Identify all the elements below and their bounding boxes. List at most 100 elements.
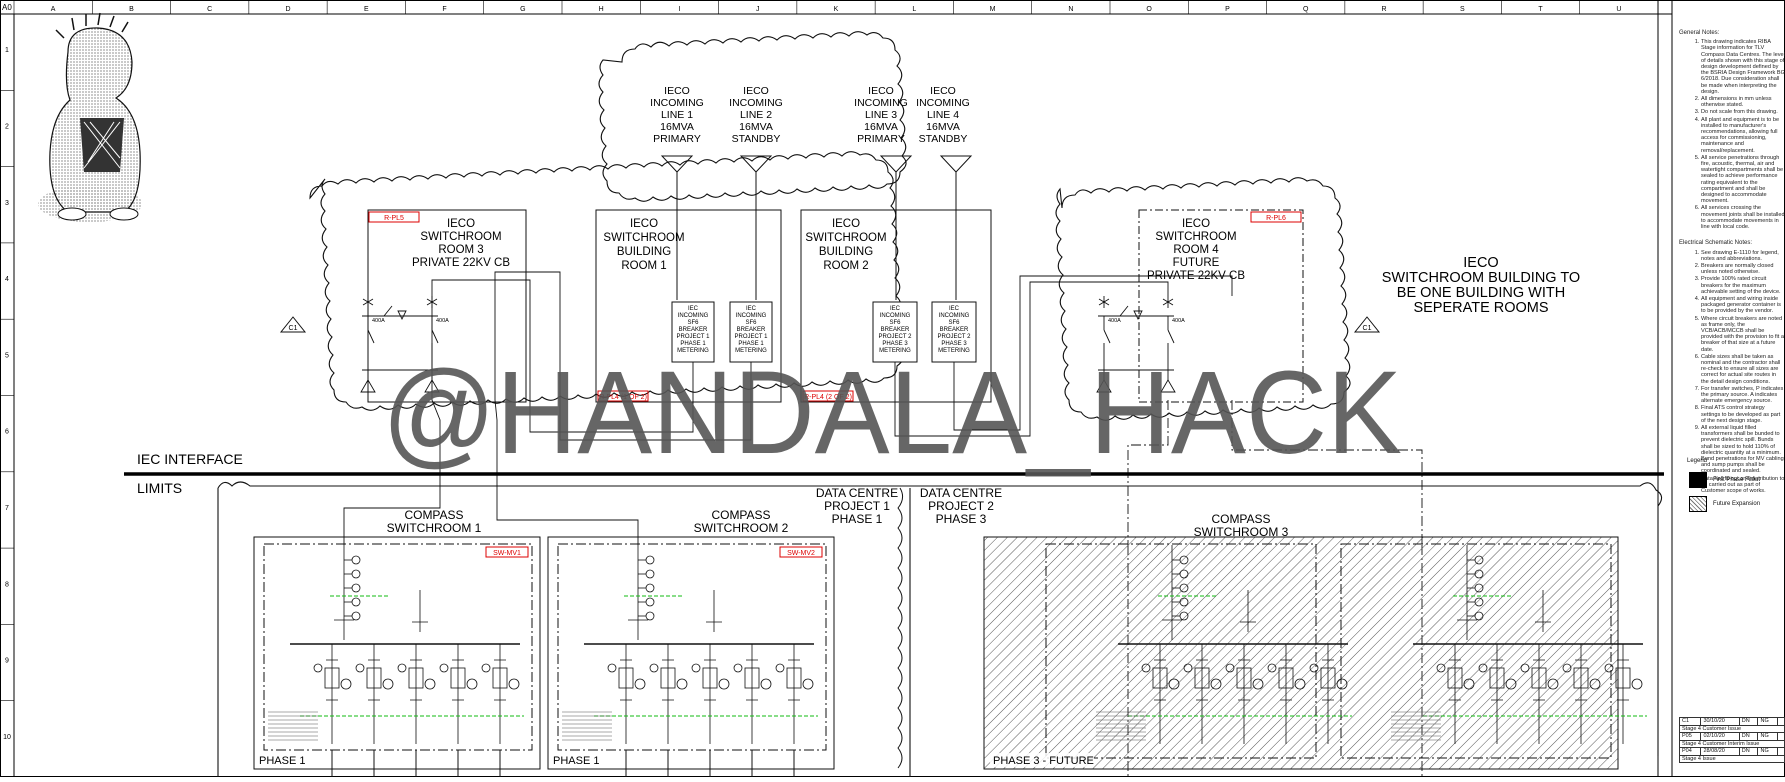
legend-title: Legend: [1687, 458, 1708, 464]
room3-switchgear: 400A 400A: [360, 296, 449, 393]
legend-label: First Phase Fitout: [1713, 477, 1761, 483]
rating-label: 400A: [1172, 318, 1185, 324]
room4-switchgear: 400A 400A: [1096, 296, 1185, 393]
bldg2-box: [800, 209, 992, 403]
revision-row: Stage 4 Issue: [1679, 754, 1785, 763]
callout-c1-right-label: C1: [1363, 325, 1372, 332]
column-label: K: [834, 6, 839, 13]
row-label: 9: [5, 658, 9, 665]
column-label: O: [1146, 6, 1152, 13]
room4-box: [1138, 209, 1304, 403]
rating-label: 400A: [372, 318, 385, 324]
row-label: 4: [5, 276, 9, 283]
schematic-note: Where circuit breakers are noted as fram…: [1701, 316, 1785, 353]
notes-panel: General Notes: This drawing indicates RI…: [1677, 26, 1785, 766]
legend-swatch-fill: [1689, 472, 1707, 488]
cloud-datacentre-p1: [217, 481, 1663, 756]
column-label: Q: [1303, 6, 1309, 13]
sw2-tag: SW-MV2: [787, 550, 815, 557]
general-note: Do not scale from this drawing.: [1701, 109, 1785, 115]
row-label: 3: [5, 200, 9, 207]
sw1-tag: SW-MV1: [493, 550, 521, 557]
general-note: All services crossing the movement joint…: [1701, 205, 1785, 230]
schematic-note: For transfer switches, P indicates the p…: [1701, 386, 1785, 405]
outgoing-feeders: [331, 750, 795, 777]
column-label: R: [1381, 6, 1386, 13]
schematic-note: Provide 100% rated circuit breakers for …: [1701, 276, 1785, 295]
bldg1-tag: R-PL4 (1 OF 2): [599, 394, 647, 401]
sw1-phase: PHASE 1: [259, 755, 305, 767]
interface-label-top: IEC INTERFACE: [137, 451, 243, 467]
legend: Legend First Phase Fitout Future Expansi…: [1683, 458, 1783, 512]
column-label: P: [1225, 6, 1230, 13]
cloud-right: [1055, 177, 1351, 421]
bldg2-tag: R-PL4 (2 OF 2): [804, 394, 852, 401]
cloud-datacentre-p2: [217, 488, 911, 777]
column-label: I: [678, 6, 680, 13]
column-label: J: [756, 6, 760, 13]
row-label: 7: [5, 505, 9, 512]
general-note: All dimensions in mm unless otherwise st…: [1701, 96, 1785, 108]
cloud-divider: [897, 487, 904, 769]
general-note: All plant and equipment is to be install…: [1701, 117, 1785, 154]
legend-item-future: Future Expansion: [1689, 496, 1783, 512]
schematic-note: Cable sizes shall be taken as nominal an…: [1701, 354, 1785, 385]
interface-label-bottom: LIMITS: [137, 480, 182, 496]
sheet-size-label: A0: [2, 3, 12, 12]
column-label: E: [364, 6, 369, 13]
row-label: 2: [5, 123, 9, 130]
cloud-left: [309, 151, 904, 411]
schematic-note: All external liquid filled transformers …: [1701, 425, 1785, 475]
rating-label: 400A: [1108, 318, 1121, 324]
column-label: G: [520, 6, 525, 13]
schematic-note: Breakers are normally closed unless note…: [1701, 263, 1785, 275]
column-label: B: [129, 6, 134, 13]
room3-tag: R-PL5: [384, 215, 404, 222]
legend-label: Future Expansion: [1713, 501, 1761, 507]
switchroom-boxes: [367, 209, 1304, 403]
column-label: H: [599, 6, 604, 13]
column-label: D: [285, 6, 290, 13]
room4-tag: R-PL6: [1266, 215, 1286, 222]
schematic-note: Data hall fit-out and distribution to be…: [1701, 476, 1785, 495]
column-label: S: [1460, 6, 1465, 13]
column-label: M: [990, 6, 996, 13]
row-label: 5: [5, 352, 9, 359]
watermark-text: @HANDALA_HACK: [382, 347, 1402, 479]
general-note: All service penetrations through fire, a…: [1701, 155, 1785, 205]
rating-label: 400A: [436, 318, 449, 324]
row-label: 1: [5, 47, 9, 54]
handala-logo: [38, 12, 142, 222]
schematic-notes-title: Electrical Schematic Notes:: [1679, 240, 1753, 247]
column-label: L: [912, 6, 916, 13]
row-label: 8: [5, 581, 9, 588]
column-label: T: [1538, 6, 1543, 13]
sw3-phase: PHASE 3 - FUTURE: [993, 755, 1094, 767]
row-label: 6: [5, 429, 9, 436]
